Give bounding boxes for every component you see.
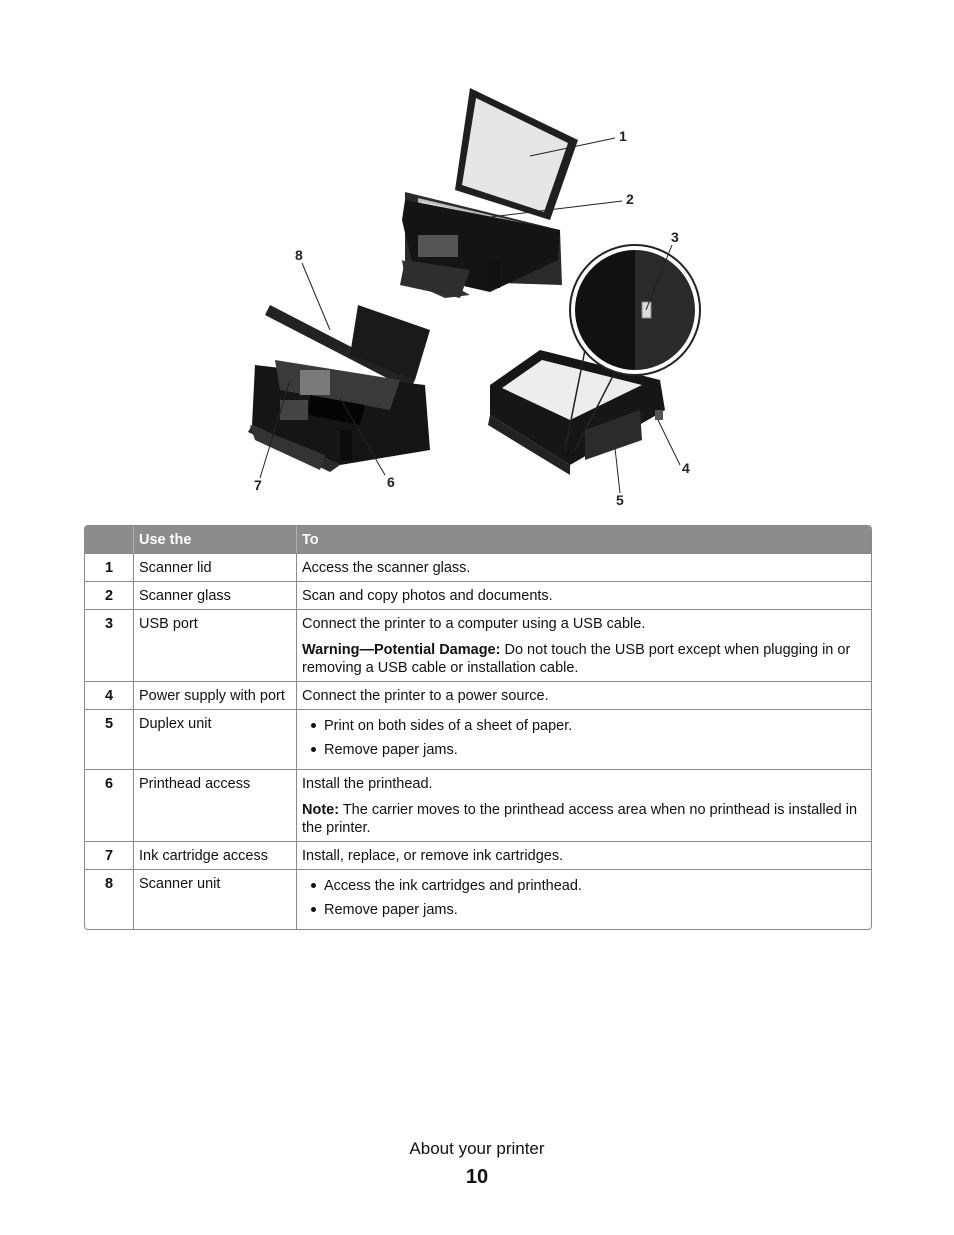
printer-illustration: 1 2 3 4 5 6 7 8: [240, 80, 720, 510]
row-part: Scanner unit: [134, 870, 297, 929]
row-description: Connect the printer to a power source.: [302, 688, 549, 704]
row-description: Connect the printer to a computer using …: [302, 616, 646, 632]
row-number: 4: [85, 682, 134, 709]
row-description: Access the scanner glass.: [302, 560, 471, 576]
row-part: Printhead access: [134, 770, 297, 841]
bullet-item: Access the ink cartridges and printhead.: [302, 877, 866, 895]
row-description-cell: Access the ink cartridges and printhead.…: [297, 870, 871, 929]
row-description-cell: Print on both sides of a sheet of paper.…: [297, 710, 871, 769]
bullet-item: Print on both sides of a sheet of paper.: [302, 717, 866, 735]
table-row: 3 USB port Connect the printer to a comp…: [85, 609, 871, 681]
row-description: Scan and copy photos and documents.: [302, 588, 553, 604]
callout-1: 1: [619, 128, 627, 144]
bullet-list: Print on both sides of a sheet of paper.…: [302, 717, 866, 759]
bullet-item: Remove paper jams.: [302, 741, 866, 759]
parts-table: Use the To 1 Scanner lid Access the scan…: [84, 525, 872, 930]
note-text: The carrier moves to the printhead acces…: [302, 802, 858, 836]
callout-2: 2: [626, 191, 634, 207]
printer-open-view: [248, 305, 430, 472]
callout-4: 4: [682, 460, 690, 476]
table-row: 2 Scanner glass Scan and copy photos and…: [85, 581, 871, 609]
table-row: 7 Ink cartridge access Install, replace,…: [85, 841, 871, 869]
warning-note: Warning—Potential Damage: Do not touch t…: [302, 641, 866, 677]
header-use-the: Use the: [134, 526, 297, 553]
callout-lines: [259, 137, 681, 494]
table-row: 6 Printhead access Install the printhead…: [85, 769, 871, 841]
bullet-item: Remove paper jams.: [302, 901, 866, 919]
callout-7: 7: [254, 477, 262, 493]
printer-rear-view: [488, 244, 701, 475]
row-number: 3: [85, 610, 134, 681]
table-header-row: Use the To: [85, 526, 871, 553]
row-part: USB port: [134, 610, 297, 681]
table-row: 8 Scanner unit Access the ink cartridges…: [85, 869, 871, 929]
header-num: [85, 526, 134, 553]
printer-diagram: 1 2 3 4 5 6 7 8: [248, 88, 701, 508]
row-part: Scanner glass: [134, 582, 297, 609]
row-number: 1: [85, 554, 134, 581]
row-part: Scanner lid: [134, 554, 297, 581]
row-number: 2: [85, 582, 134, 609]
row-description-cell: Install the printhead. Note: The carrier…: [297, 770, 871, 841]
row-part: Power supply with port: [134, 682, 297, 709]
footer-section-title: About your printer: [409, 1139, 545, 1158]
row-number: 7: [85, 842, 134, 869]
row-description: Install, replace, or remove ink cartridg…: [302, 848, 564, 864]
warning-label: Warning—Potential Damage:: [302, 642, 501, 658]
printer-top-view: [400, 88, 578, 298]
table-row: 1 Scanner lid Access the scanner glass.: [85, 553, 871, 581]
row-number: 6: [85, 770, 134, 841]
bullet-list: Access the ink cartridges and printhead.…: [302, 877, 866, 919]
note-label: Note:: [302, 802, 340, 818]
row-number: 8: [85, 870, 134, 929]
row-part: Duplex unit: [134, 710, 297, 769]
header-to: To: [302, 532, 319, 548]
row-description: Install the printhead.: [302, 776, 433, 792]
callout-6: 6: [387, 474, 395, 490]
callout-8: 8: [295, 247, 303, 263]
page-number: 10: [465, 1166, 489, 1188]
row-description-cell: Connect the printer to a computer using …: [297, 610, 871, 681]
callout-3: 3: [671, 229, 679, 245]
warning-text: Do not touch the USB port except when pl…: [302, 642, 851, 676]
table-row: 5 Duplex unit Print on both sides of a s…: [85, 709, 871, 769]
table-row: 4 Power supply with port Connect the pri…: [85, 681, 871, 709]
info-note: Note: The carrier moves to the printhead…: [302, 801, 866, 837]
row-number: 5: [85, 710, 134, 769]
callout-5: 5: [616, 492, 624, 508]
row-part: Ink cartridge access: [134, 842, 297, 869]
